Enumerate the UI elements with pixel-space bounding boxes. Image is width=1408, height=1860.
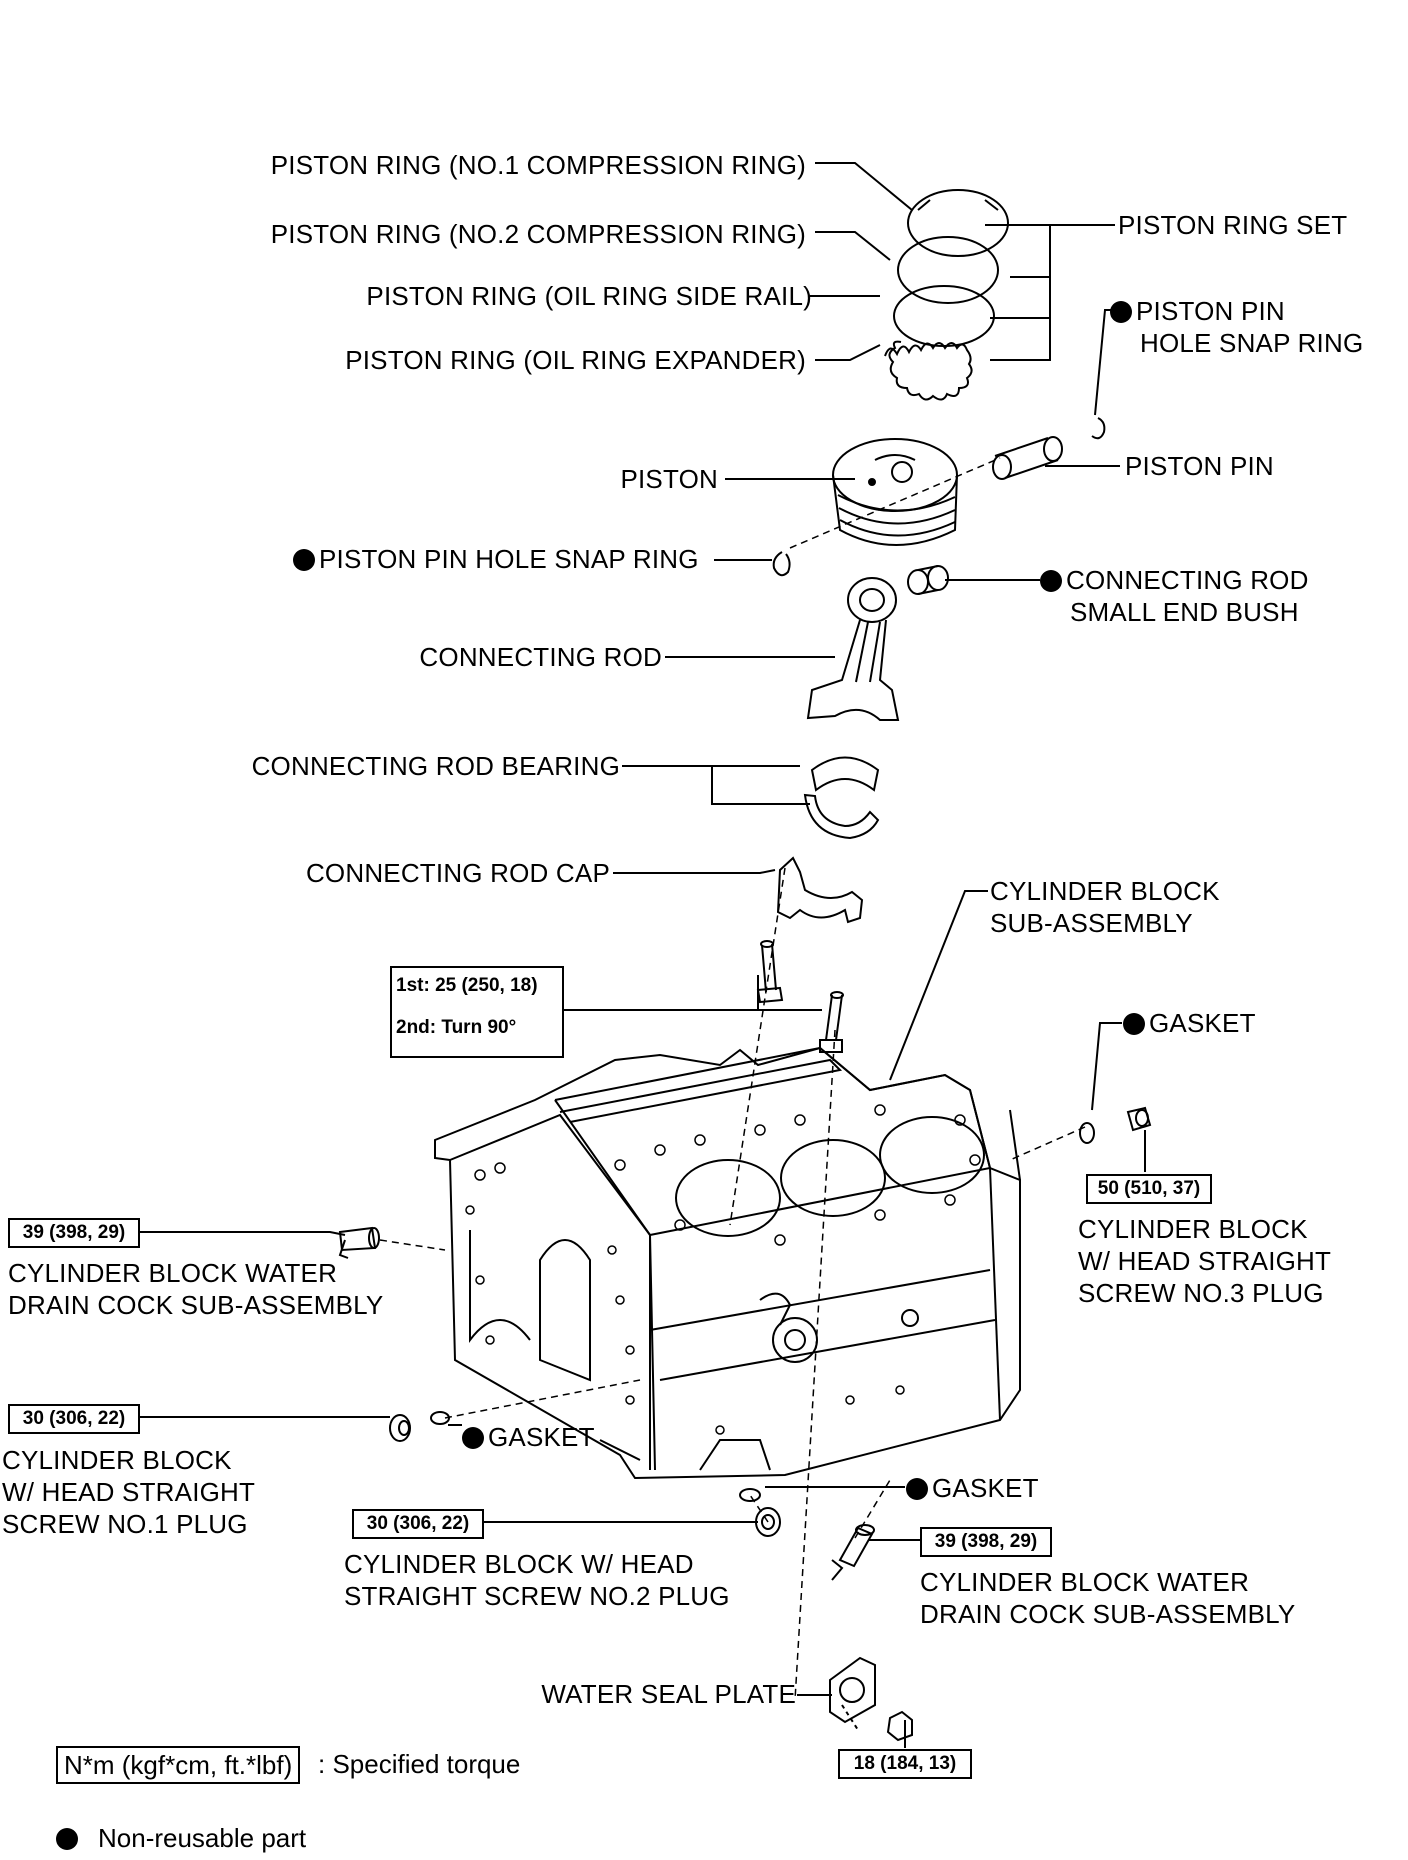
label-piston-ring-set: PISTON RING SET xyxy=(1118,210,1348,240)
non-reusable-dot-icon xyxy=(1110,301,1132,323)
label-water-seal-plate: WATER SEAL PLATE xyxy=(541,1679,796,1709)
non-reusable-dot-icon xyxy=(293,549,315,571)
torque-box-conrod: 1st: 25 (250, 18) 2nd: Turn 90° xyxy=(390,966,564,1058)
cylinder-block-shape xyxy=(434,1046,1021,1480)
legend-non-reusable: Non-reusable part xyxy=(56,1822,306,1854)
label-connecting-rod: CONNECTING ROD xyxy=(419,642,662,672)
cylinder-bore-3 xyxy=(879,1116,985,1194)
label-piston-ring-side-rail: PISTON RING (OIL RING SIDE RAIL) xyxy=(366,281,812,311)
torque-box-no1-plug: 30 (306, 22) xyxy=(8,1404,140,1434)
connecting-rod-bolts xyxy=(756,940,844,1053)
label-piston: PISTON xyxy=(620,464,718,494)
connecting-rod-bearing-shape xyxy=(803,756,880,840)
legend-torque-unit-text: : Specified torque xyxy=(318,1749,521,1779)
piston-ring-no2-shape xyxy=(897,236,999,304)
non-reusable-dot-icon xyxy=(56,1828,78,1850)
non-reusable-dot-icon xyxy=(1040,570,1062,592)
snap-ring-top-shape xyxy=(1091,417,1106,440)
label-piston-pin-hole-snap-ring-left: PISTON PIN HOLE SNAP RING xyxy=(293,543,699,575)
piston-shape xyxy=(832,438,958,546)
legend-torque-unit-box: N*m (kgf*cm, ft.*lbf) xyxy=(56,1746,301,1784)
torque-box-water-seal-plate: 18 (184, 13) xyxy=(838,1749,972,1779)
piston-ring-expander-shape xyxy=(884,340,973,401)
label-piston-pin-hole-snap-ring-top: PISTON PIN HOLE SNAP RING xyxy=(1110,295,1363,359)
piston-ring-no1-shape xyxy=(907,189,1009,257)
connecting-rod-shape xyxy=(806,577,900,721)
label-gasket-top: GASKET xyxy=(1123,1007,1256,1039)
label-connecting-rod-bearing: CONNECTING ROD BEARING xyxy=(251,751,620,781)
piston-pin-shape xyxy=(992,436,1063,480)
piston-rings xyxy=(884,189,1009,401)
label-connecting-rod-cap: CONNECTING ROD CAP xyxy=(305,858,610,888)
cylinder-bore-1 xyxy=(675,1159,781,1237)
non-reusable-dot-icon xyxy=(1123,1013,1145,1035)
label-gasket-left: GASKET xyxy=(462,1421,595,1453)
label-piston-pin: PISTON PIN xyxy=(1125,451,1274,481)
no3-plug-shape xyxy=(1126,1106,1152,1132)
cylinder-bore-2 xyxy=(780,1139,886,1217)
drain-cock-right-shape xyxy=(831,1524,875,1581)
torque-box-no2-plug: 30 (306, 22) xyxy=(352,1509,484,1539)
torque-box-drain-cock-right: 39 (398, 29) xyxy=(920,1527,1052,1557)
gasket-bottom-shape xyxy=(739,1488,761,1502)
torque-box-no3-plug: 50 (510, 37) xyxy=(1086,1174,1212,1204)
snap-ring-left-shape xyxy=(772,551,791,577)
torque-box-drain-cock-left: 39 (398, 29) xyxy=(8,1218,140,1248)
piston-ring-side-rail-shape xyxy=(893,285,995,347)
non-reusable-dot-icon xyxy=(906,1478,928,1500)
water-seal-plate-shape xyxy=(829,1656,913,1742)
gasket-top-shape xyxy=(1079,1122,1095,1144)
label-gasket-bottom: GASKET xyxy=(906,1472,1039,1504)
label-piston-ring-no2: PISTON RING (NO.2 COMPRESSION RING) xyxy=(270,219,806,249)
leader-lines xyxy=(138,162,1146,1748)
non-reusable-dot-icon xyxy=(462,1427,484,1449)
gasket-left-shape xyxy=(430,1411,450,1425)
label-piston-ring-no1: PISTON RING (NO.1 COMPRESSION RING) xyxy=(270,150,806,180)
small-end-bush-shape xyxy=(907,565,949,595)
no1-plug-shape xyxy=(389,1414,411,1442)
no2-plug-shape xyxy=(755,1507,781,1537)
assembly-axis-lines xyxy=(379,457,1086,1701)
drain-cock-left-shape xyxy=(338,1226,380,1259)
label-piston-ring-expander: PISTON RING (OIL RING EXPANDER) xyxy=(345,345,806,375)
connecting-rod-cap-shape xyxy=(776,856,864,924)
label-conrod-small-end-bush: CONNECTING ROD SMALL END BUSH xyxy=(1040,564,1309,628)
